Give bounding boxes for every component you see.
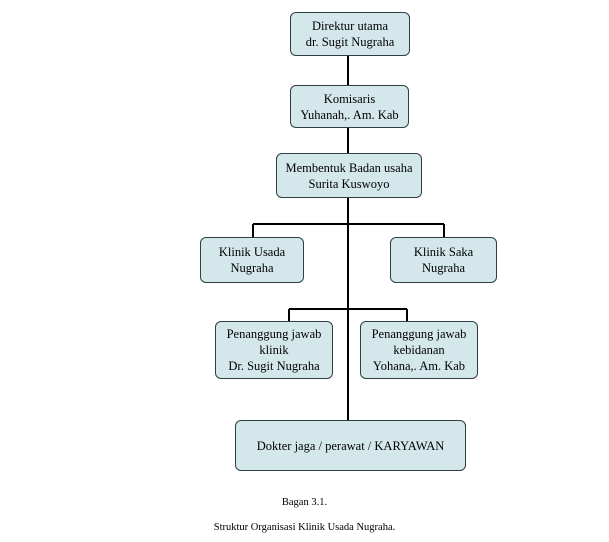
node-line: Komisaris	[323, 91, 376, 106]
node-pj-kebidanan: Penanggung jawab kebidanan Yohana,. Am. …	[360, 321, 478, 379]
node-line: Nugraha	[421, 261, 466, 275]
node-line: Dokter jaga / perawat / KARYAWAN	[256, 438, 445, 453]
node-line: Nugraha	[230, 261, 274, 275]
node-line: Penanggung jawab	[371, 327, 467, 341]
node-line: Klinik Usada	[218, 245, 286, 259]
node-dokter-jaga: Dokter jaga / perawat / KARYAWAN	[235, 420, 466, 471]
node-line: Yuhanah,. Am. Kab	[300, 107, 399, 122]
caption-title: Struktur Organisasi Klinik Usada Nugraha…	[213, 522, 396, 533]
node-badan-usaha: Membentuk Badan usaha Surita Kuswoyo	[276, 153, 422, 198]
node-line: dr. Sugit Nugraha	[305, 35, 395, 49]
node-line: kebidanan	[393, 343, 445, 357]
node-line: klinik	[259, 343, 289, 357]
node-komisaris: Komisaris Yuhanah,. Am. Kab	[290, 85, 409, 128]
node-line: Klinik Saka	[413, 245, 474, 259]
node-line: Membentuk Badan usaha	[285, 160, 413, 175]
node-line: Penanggung jawab	[226, 327, 322, 341]
node-direktur-utama: Direktur utama dr. Sugit Nugraha	[290, 12, 410, 56]
node-pj-klinik: Penanggung jawab klinik Dr. Sugit Nugrah…	[215, 321, 333, 379]
node-line: Yohana,. Am. Kab	[372, 359, 466, 373]
node-klinik-usada: Klinik Usada Nugraha	[200, 237, 304, 283]
node-klinik-saka: Klinik Saka Nugraha	[390, 237, 497, 283]
node-line: Direktur utama	[311, 19, 388, 33]
node-line: Surita Kuswoyo	[308, 176, 390, 191]
caption-number: Bagan 3.1.	[281, 497, 328, 508]
node-line: Dr. Sugit Nugraha	[228, 359, 320, 373]
